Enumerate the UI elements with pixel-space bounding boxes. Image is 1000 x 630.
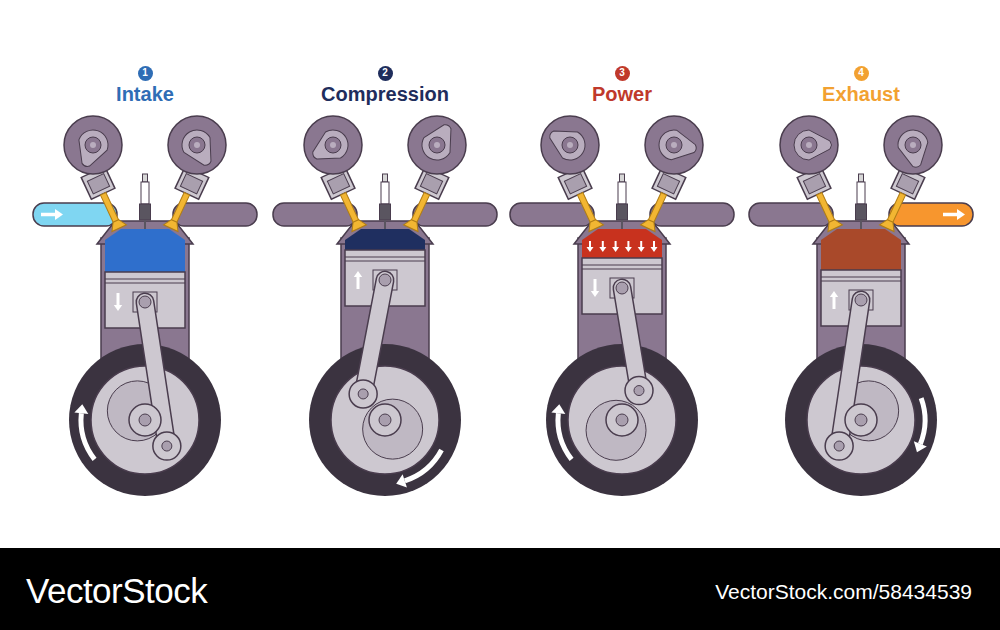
camshaft (645, 116, 703, 174)
pressure-arrow (625, 241, 632, 252)
exhaust-port (650, 203, 734, 226)
piston-arrow (114, 293, 122, 311)
piston-arrow (591, 279, 599, 297)
camshaft (408, 116, 466, 174)
main-journal (606, 404, 638, 436)
pressure-arrow (599, 241, 606, 252)
crankcase (785, 344, 937, 496)
exhaust-port (173, 203, 257, 226)
main-journal-core (139, 414, 151, 426)
watermark: VectorStock (26, 573, 207, 608)
connecting-rod (616, 282, 639, 391)
exhaust-port (413, 203, 497, 226)
intake-port (273, 203, 357, 226)
crank-pin-core (358, 389, 368, 399)
step-number: 2 (378, 66, 393, 81)
crank-pin-core (634, 386, 644, 396)
main-journal-core (855, 414, 867, 426)
crankshaft-web (568, 366, 676, 474)
main-journal (129, 404, 161, 436)
engine-cylinder (510, 116, 734, 496)
spark-plug (380, 174, 391, 229)
crank-pin (349, 380, 377, 408)
stroke-heading: Exhaust (822, 84, 900, 104)
crankshaft-web (807, 366, 915, 474)
engine-cylinder (33, 116, 257, 496)
pressure-arrow (651, 241, 658, 252)
crank-pin (153, 432, 181, 460)
engine-cylinder (273, 116, 497, 496)
combustion-chamber (582, 229, 662, 258)
valve (797, 167, 847, 234)
engine-cylinder (749, 116, 973, 496)
step-number: 4 (854, 66, 869, 81)
rotation-arrow (551, 404, 571, 459)
piston-arrow (830, 291, 838, 309)
step-number: 3 (615, 66, 630, 81)
valve (399, 167, 449, 234)
crank-pin (825, 432, 853, 460)
camshaft (884, 116, 942, 174)
camshaft (780, 116, 838, 174)
crank-pin (625, 377, 653, 405)
main-journal-core (379, 414, 391, 426)
flow-arrow (943, 209, 965, 220)
combustion-chamber (345, 229, 425, 250)
spark-plug (617, 174, 628, 229)
exhaust-port (889, 203, 973, 226)
watermark: VectorStock.com/58434539 (715, 581, 972, 602)
pressure-arrow (612, 241, 619, 252)
watermark-band (0, 548, 1000, 630)
pressure-arrow (638, 241, 645, 252)
step-number-text: 2 (382, 68, 388, 78)
intake-port (510, 203, 594, 226)
crank-pin-core (834, 441, 844, 451)
camshaft (64, 116, 122, 174)
main-journal-core (616, 414, 628, 426)
camshaft (304, 116, 362, 174)
pressure-arrow (587, 241, 594, 252)
counterweight (363, 399, 423, 459)
rotation-arrow (914, 398, 927, 452)
counterweight (586, 400, 646, 460)
main-journal (369, 404, 401, 436)
valve (159, 167, 209, 234)
step-number-text: 4 (858, 68, 864, 78)
intake-port (33, 203, 117, 226)
spark-plug (856, 174, 867, 229)
step-number-text: 1 (142, 68, 148, 78)
main-journal (845, 404, 877, 436)
camshaft (541, 116, 599, 174)
crankcase (69, 344, 221, 496)
combustion-chamber (821, 229, 901, 270)
stroke-heading: Power (592, 84, 652, 104)
valve (636, 167, 686, 234)
flow-arrow (41, 209, 63, 220)
stroke-heading: Intake (116, 84, 174, 104)
crank-pin-core (162, 441, 172, 451)
step-number: 1 (138, 66, 153, 81)
crankcase (309, 344, 461, 496)
valve (321, 167, 371, 234)
valve (875, 167, 925, 234)
step-number-text: 3 (619, 68, 625, 78)
piston-arrow (354, 271, 362, 289)
rotation-arrow (74, 404, 94, 459)
crankshaft-web (331, 366, 439, 474)
spark-plug (140, 174, 151, 229)
valve (558, 167, 608, 234)
camshaft (168, 116, 226, 174)
valve (81, 167, 131, 234)
rotation-arrow (396, 450, 441, 487)
intake-port (749, 203, 833, 226)
connecting-rod (363, 274, 391, 394)
crankshaft-web (91, 366, 199, 474)
stroke-heading: Compression (321, 84, 449, 104)
combustion-chamber (105, 229, 185, 272)
crankcase (546, 344, 698, 496)
